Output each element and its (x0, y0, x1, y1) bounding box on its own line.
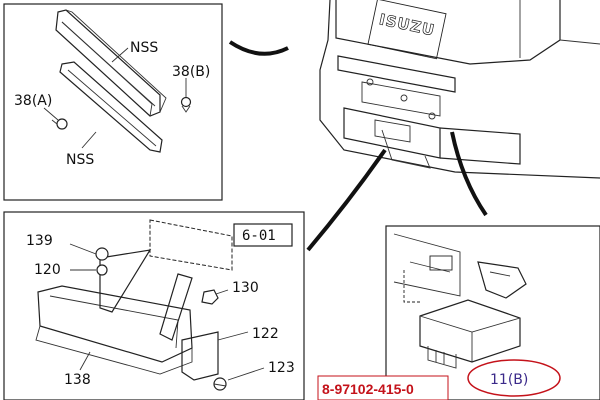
callout-11b-label: 11(B) (490, 372, 528, 388)
part-number-text: 8-97102-415-0 (322, 381, 414, 397)
arrow-to-bottom-right (450, 131, 488, 217)
callout-11b-circle (467, 359, 561, 397)
label-139: 139 (26, 233, 53, 249)
label-38a: 38(A) (14, 93, 52, 109)
bumper-reinforcement-panel (3, 3, 223, 201)
label-123: 123 (268, 360, 295, 376)
label-38b: 38(B) (172, 64, 210, 80)
label-130: 130 (232, 280, 259, 296)
arrow-to-bottom-left (306, 148, 387, 252)
part-number-box (317, 375, 449, 400)
label-120: 120 (34, 262, 61, 278)
isuzu-logo-text: ISUZU (378, 10, 437, 39)
label-nss-top: NSS (130, 40, 158, 56)
label-138: 138 (64, 372, 91, 388)
reference-box-label: 6-01 (242, 228, 276, 244)
truck-rear-view: ISUZU (319, 0, 600, 179)
arrow-to-top-left (228, 40, 289, 56)
reference-box (233, 223, 293, 247)
latch-detail-panel (385, 225, 600, 400)
label-122: 122 (252, 326, 279, 342)
label-nss-bottom: NSS (66, 152, 94, 168)
